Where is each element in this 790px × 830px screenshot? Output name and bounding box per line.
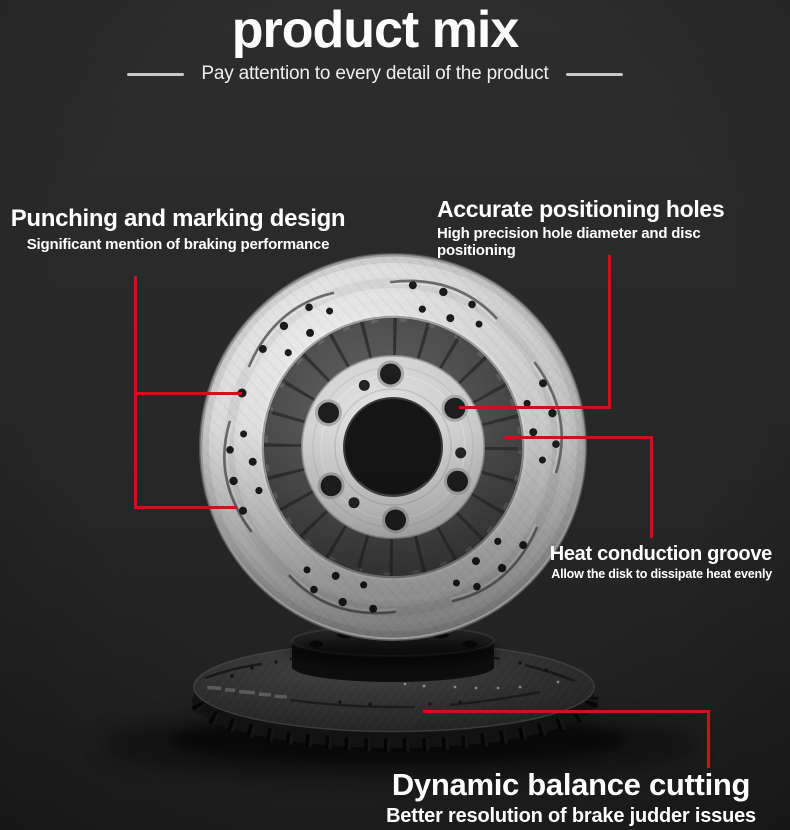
callout-line-heat-vertical [650, 436, 653, 538]
page-title: product mix [231, 1, 520, 59]
callout-punching-title: Punching and marking design [10, 205, 346, 232]
callout-positioning-subtitle: High precision hole diameter and disc po… [437, 224, 701, 259]
subtitle-divider-left [127, 72, 185, 76]
callout-line-balance-horizontal [423, 710, 710, 713]
header: product mix Pay attention to every detai… [0, 1, 750, 85]
callout-positioning: Accurate positioning holes High precisio… [437, 196, 782, 259]
callout-line-positioning-vertical [608, 255, 611, 409]
callout-heat-subtitle: Allow the disk to dissipate heat evenly [551, 567, 772, 582]
callout-punching-subtitle: Significant mention of braking performan… [26, 235, 330, 253]
subtitle-row: Pay attention to every detail of the pro… [0, 63, 750, 85]
callout-heat: Heat conduction groove Allow the disk to… [472, 543, 773, 582]
callout-heat-title: Heat conduction groove [549, 543, 773, 565]
page-subtitle: Pay attention to every detail of the pro… [201, 63, 549, 85]
callout-balance: Dynamic balance cutting Better resolutio… [350, 767, 790, 828]
subtitle-divider-right [565, 72, 623, 76]
callout-line-punching-branch-top [134, 392, 242, 395]
etched-marking [207, 685, 287, 699]
callout-positioning-title: Accurate positioning holes [437, 196, 725, 222]
contact-shadow [288, 637, 498, 667]
callout-line-balance-vertical [707, 710, 710, 768]
callout-line-positioning-horizontal [459, 406, 610, 409]
main-brake-disc [199, 253, 587, 641]
lower-brake-disc [189, 625, 599, 752]
callout-balance-title: Dynamic balance cutting [391, 767, 751, 802]
callout-balance-subtitle: Better resolution of brake judder issues [386, 804, 756, 827]
callout-punching: Punching and marking design Significant … [8, 205, 348, 253]
callout-line-heat-horizontal [505, 436, 652, 439]
callout-line-punching-branch-bottom [134, 506, 237, 509]
